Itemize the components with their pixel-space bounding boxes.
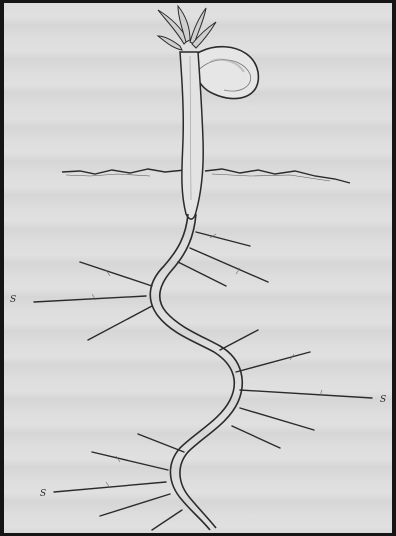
lateral-roots — [34, 232, 372, 530]
soil-line — [62, 169, 350, 183]
label-right: S — [380, 395, 386, 405]
label-left-upper: S — [10, 295, 16, 305]
hypocotyl — [180, 52, 203, 219]
label-left-lower: S — [40, 489, 46, 499]
plumule — [158, 6, 216, 50]
